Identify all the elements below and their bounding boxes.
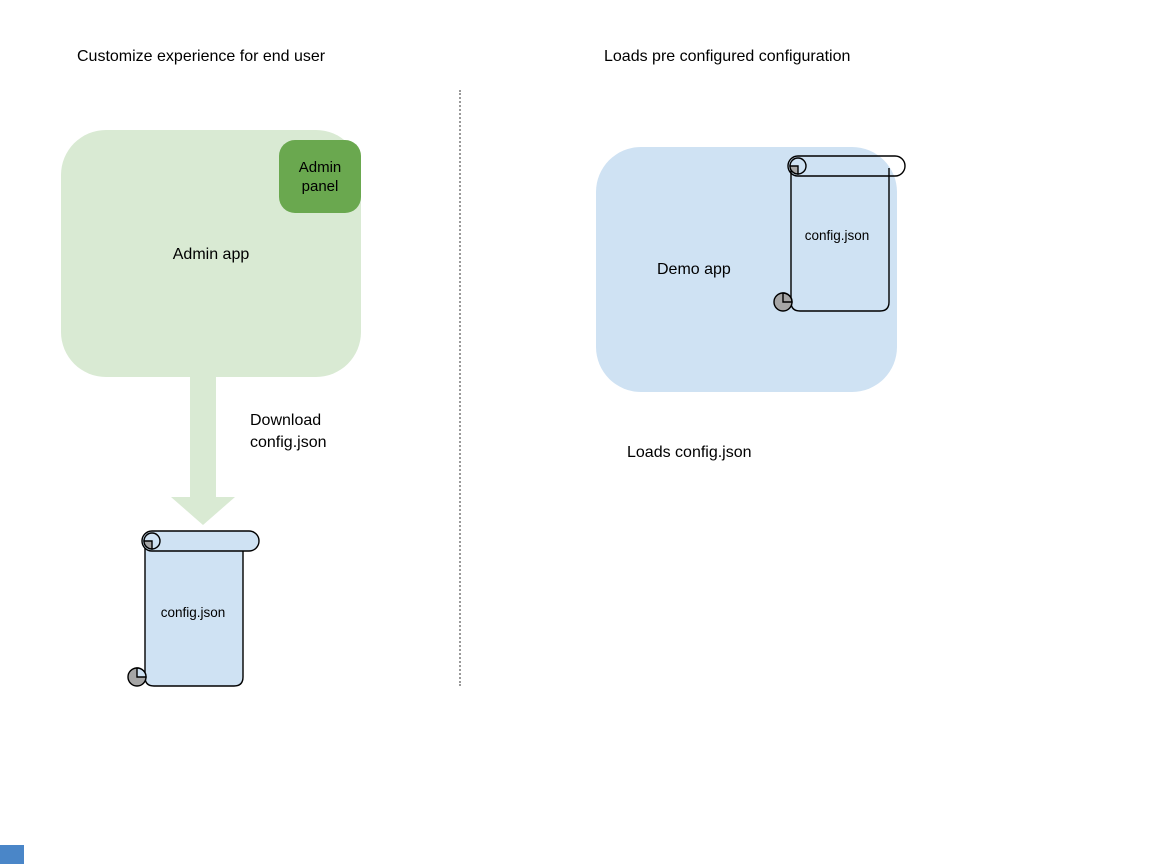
demo-app-label: Demo app [657,261,731,278]
demo-app-shape [596,147,897,392]
section-divider [459,90,461,686]
config-json-label-left: config.json [160,605,226,620]
admin-panel-label: Admin panel [298,158,342,195]
down-arrow-icon [171,377,235,525]
download-arrow-label-line2: config.json [250,434,327,451]
admin-app-label: Admin app [172,246,250,263]
download-arrow-label: Download config.json [250,410,327,454]
scroll-document-icon [127,530,260,687]
right-column-title: Loads pre configured configuration [604,48,851,65]
loads-config-caption: Loads config.json [627,444,752,461]
admin-panel-shape: Admin panel [279,140,361,213]
corner-accent-square [0,845,24,864]
scroll-document-icon [773,155,906,312]
left-column-title: Customize experience for end user [77,48,326,65]
config-json-label-right: config.json [804,228,870,243]
download-arrow-label-line1: Download [250,412,322,429]
